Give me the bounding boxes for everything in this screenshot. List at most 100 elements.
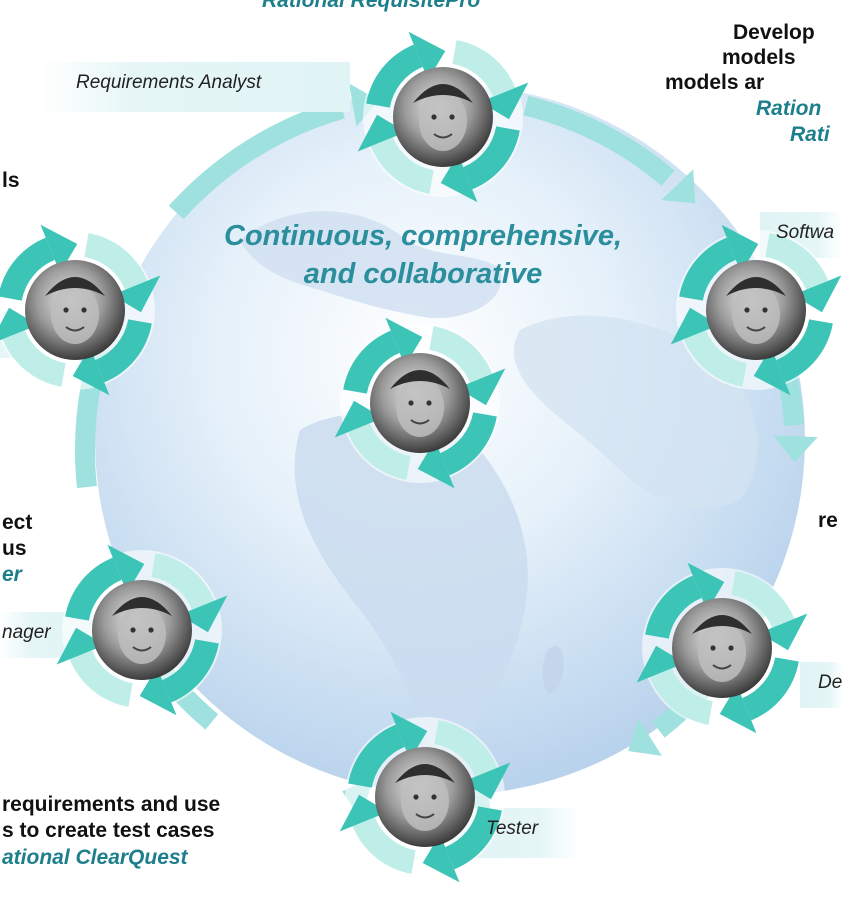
circular-arrowhead [112, 275, 161, 313]
person-eye [449, 114, 455, 120]
circular-arrow-segment [429, 326, 493, 383]
circular-arrow-segment [440, 412, 497, 476]
label-band-developer [800, 662, 843, 708]
circular-arrow-segment [162, 639, 219, 703]
circular-arrow-segment [0, 237, 55, 301]
circular-arrowhead [357, 114, 406, 152]
circular-arrowhead [56, 627, 105, 665]
person-mouth [746, 326, 766, 332]
node-tester [339, 711, 511, 883]
top-tool-name: Rational RequisitePro [262, 0, 481, 12]
circular-arrow-segment [452, 40, 516, 97]
circular-arrow-segment [765, 233, 829, 290]
circular-arrow-segment [434, 720, 498, 777]
circular-arrowhead [422, 834, 460, 883]
circular-arrow-segment [649, 668, 713, 725]
cycle-ring-arrowhead [628, 718, 662, 756]
person-hair [45, 277, 105, 296]
node-left-role [0, 224, 161, 396]
person-face [51, 284, 99, 344]
person-mouth [132, 646, 152, 652]
node-center-role [334, 317, 506, 489]
circular-arrowhead [480, 82, 529, 120]
node-requirements-analyst [357, 31, 529, 203]
circular-arrow-segment [731, 571, 795, 628]
circular-arrow-segment [352, 817, 416, 874]
person-face [396, 377, 444, 437]
circular-arrowhead [72, 347, 110, 396]
person-mouth [712, 664, 732, 670]
bottom-left-tool: ational ClearQuest [2, 846, 188, 869]
person-hair [692, 615, 752, 634]
circular-arrow-segment [679, 237, 736, 301]
circular-arrowhead [385, 317, 423, 366]
circular-arrowhead [670, 307, 719, 345]
person-face [732, 284, 780, 344]
circular-arrow-segment [348, 724, 405, 788]
circular-arrow-segment [776, 319, 833, 383]
right-mid-note: re [818, 509, 838, 532]
circular-arrowhead [390, 711, 428, 760]
left-mid-note-line2: us [2, 537, 27, 560]
circular-arrow-segment [645, 575, 702, 639]
node-manager [56, 544, 228, 716]
role-label-requirements-analyst: Requirements Analyst [76, 72, 262, 93]
top-right-note-line2: models [722, 46, 796, 69]
circular-arrowhead [793, 275, 842, 313]
bottom-left-note-line2: s to create test cases [2, 819, 215, 842]
circular-arrow-segment [445, 806, 502, 870]
person-mouth [415, 813, 435, 819]
person-eye [130, 627, 136, 633]
circular-arrow-segment [366, 44, 423, 108]
circular-arrow-segment [69, 650, 133, 707]
top-right-note-line3: models ar [665, 71, 765, 94]
person-face [698, 622, 746, 682]
cycle-ring-segment [523, 95, 675, 186]
circular-arrowhead [457, 368, 506, 406]
circular-arrowhead [440, 154, 478, 203]
person-eye [426, 400, 432, 406]
person-hair [726, 277, 786, 296]
top-right-tool-line2: Rati [790, 123, 830, 146]
circular-arrowhead [687, 562, 725, 611]
left-mid-note-line1: ect [2, 511, 33, 534]
circular-arrowhead [139, 667, 177, 716]
circular-arrow-segment [95, 319, 152, 383]
circular-arrow-segment [2, 330, 66, 387]
circular-arrowhead [721, 224, 759, 273]
role-label-tester: Tester [486, 818, 539, 839]
circular-arrow-segment [347, 423, 411, 480]
person-hair [112, 597, 172, 616]
cycle-ring-arrowhead [773, 435, 818, 463]
circular-arrow-segment [84, 233, 148, 290]
circular-arrowhead [462, 762, 511, 800]
role-label-developer: De [818, 672, 843, 693]
person-eye [63, 307, 69, 313]
circular-arrowhead [107, 544, 145, 593]
circular-arrow-segment [343, 330, 400, 394]
circular-arrowhead [636, 645, 685, 683]
person-hair [413, 84, 473, 103]
left-top-note: ls [2, 169, 20, 192]
circular-arrowhead [0, 307, 38, 341]
person-eye [728, 645, 734, 651]
continent-madagascar [542, 646, 564, 694]
person-face [401, 771, 449, 831]
cycle-ring-segment [75, 374, 103, 489]
person-eye [81, 307, 87, 313]
circular-arrowhead [417, 440, 455, 489]
role-label-manager: nager [2, 622, 51, 643]
circular-arrowhead [759, 613, 808, 651]
circular-arrow-segment [65, 557, 122, 621]
circular-arrow-segment [742, 657, 799, 721]
cycle-ring-arrowhead [661, 169, 696, 204]
person-eye [744, 307, 750, 313]
circular-arrowhead [408, 31, 446, 80]
cycle-ring-arrowhead [348, 83, 379, 127]
person-eye [431, 114, 437, 120]
person-eye [431, 794, 437, 800]
person-hair [390, 370, 450, 389]
role-nodes [0, 31, 842, 883]
role-label-software: Softwa [776, 222, 835, 243]
person-face [419, 91, 467, 151]
